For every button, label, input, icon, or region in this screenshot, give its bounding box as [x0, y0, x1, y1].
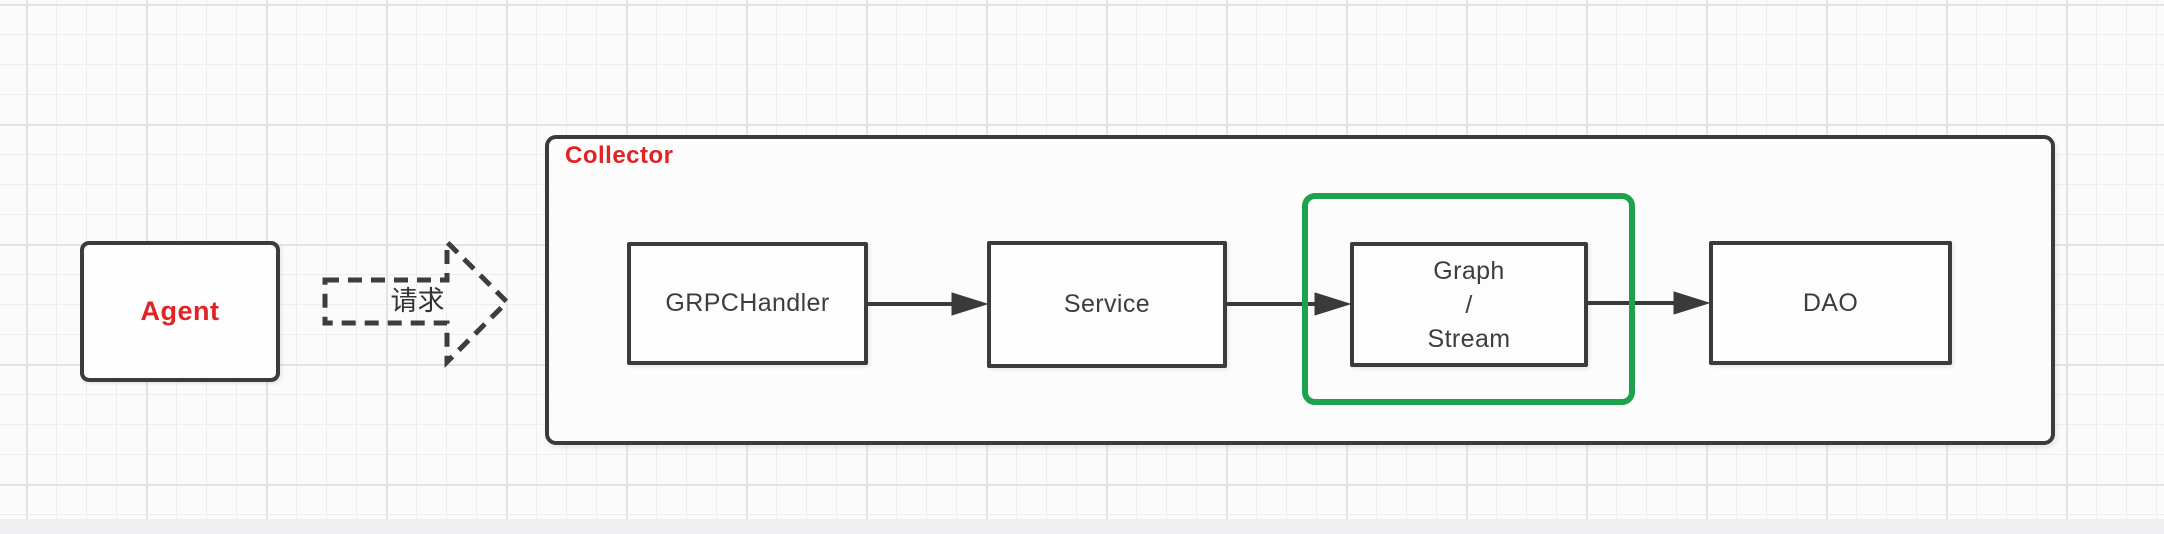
node-graph-stream: Graph / Stream [1350, 242, 1588, 367]
request-block-arrow [322, 235, 511, 369]
highlight-box-green [1302, 193, 1635, 405]
node-dao: DAO [1709, 241, 1952, 365]
node-agent-label: Agent [140, 296, 220, 326]
node-service: Service [987, 241, 1227, 368]
node-agent: Agent [80, 241, 280, 382]
node-graph-stream-label: Graph / Stream [1427, 256, 1511, 353]
request-arrow-label: 请求 [390, 286, 445, 316]
node-dao-label: DAO [1802, 288, 1859, 317]
collector-title: Collector [565, 142, 674, 169]
node-grpc-handler: GRPCHandler [627, 242, 868, 365]
node-service-label: Service [1063, 290, 1151, 318]
arrow-grpc-to-service [868, 292, 989, 316]
node-grpc-handler-label: GRPCHandler [665, 289, 830, 317]
bottom-strip [0, 519, 2164, 534]
